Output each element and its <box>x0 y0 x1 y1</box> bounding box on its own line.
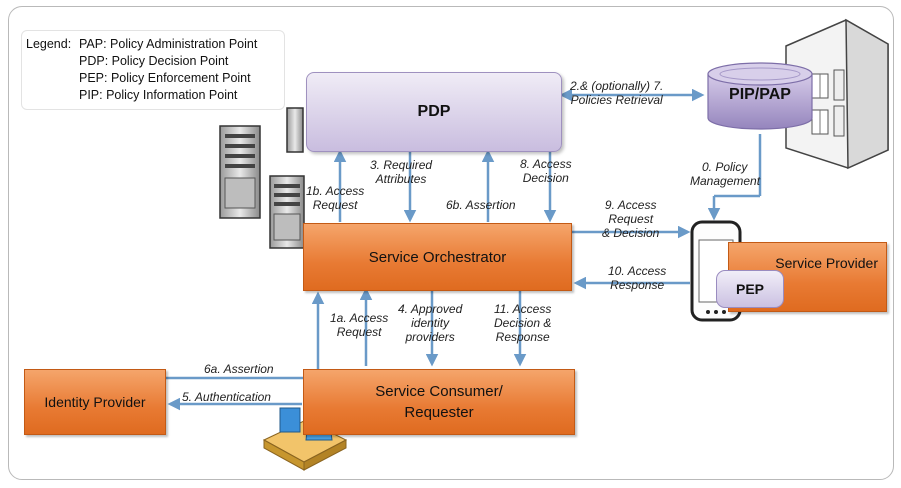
pep-box: PEP <box>716 270 784 308</box>
pip-pap-label: PIP/PAP <box>729 86 791 103</box>
label-6a: 6a. Assertion <box>204 362 274 376</box>
service-provider-label: Service Provider <box>775 255 878 271</box>
building-icon <box>785 18 889 170</box>
legend-title: Legend: <box>26 37 72 51</box>
label-5: 5. Authentication <box>182 390 271 404</box>
identity-provider-box: Identity Provider <box>24 369 166 435</box>
legend: Legend: PAP: Policy Administration Point… <box>21 30 285 110</box>
legend-item-pdp: PDP: Policy Decision Point <box>79 54 229 68</box>
pip-pap-database <box>707 62 813 130</box>
legend-item-pep: PEP: Policy Enforcement Point <box>79 71 251 85</box>
service-consumer-box: Service Consumer/ Requester <box>303 369 575 435</box>
server-rack-icon <box>219 107 305 249</box>
service-consumer-line1: Service Consumer/ <box>375 383 503 400</box>
legend-item-pip: PIP: Policy Information Point <box>79 88 238 102</box>
label-6b: 6b. Assertion <box>446 198 516 212</box>
label-2-7: 2.& (optionally) 7.Policies Retrieval <box>570 79 664 107</box>
service-consumer-line2: Requester <box>404 404 474 421</box>
legend-item-pap: PAP: Policy Administration Point <box>79 37 258 51</box>
pdp-box: PDP <box>306 72 562 152</box>
flow-arrows <box>166 88 762 411</box>
service-orchestrator-box: Service Orchestrator <box>303 223 572 291</box>
